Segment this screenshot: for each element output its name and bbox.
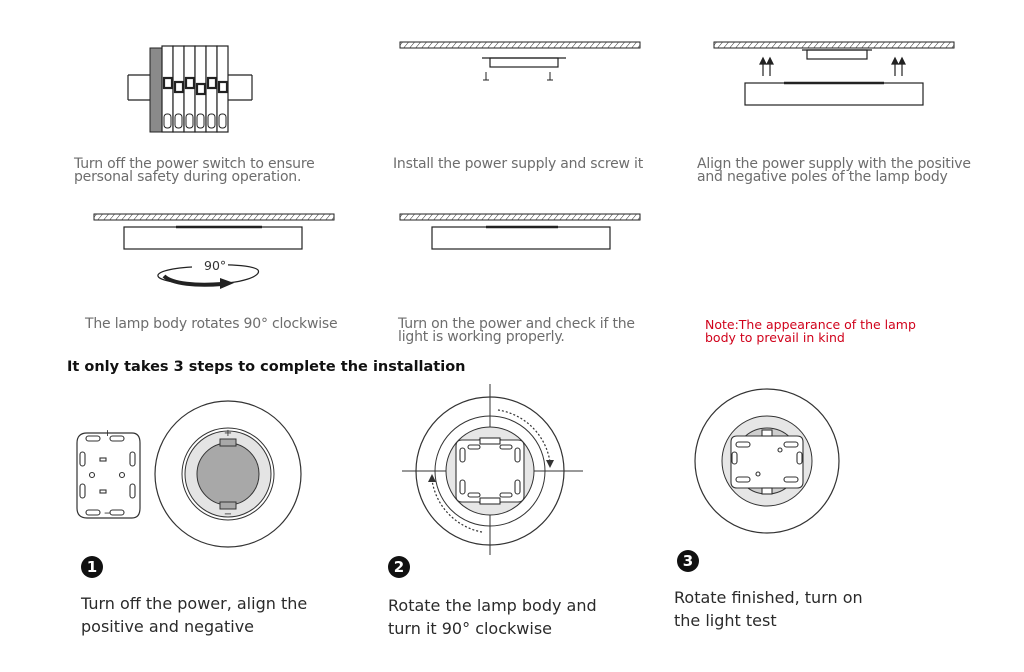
- power-on-illustration: [399, 213, 641, 250]
- lamp-top-view-step1: + −: [154, 400, 302, 548]
- step-3-text: Rotate finished, turn on the light test: [674, 588, 863, 630]
- caption-power-on: Turn on the power and check if the light…: [398, 316, 635, 345]
- angle-label: 90°: [202, 258, 229, 273]
- circuit-breaker-illustration: [127, 45, 253, 133]
- step-2-text: Rotate the lamp body and turn it 90° clo…: [388, 596, 597, 638]
- lamp-finished-view-step3: [694, 388, 840, 534]
- step-badge-2: 2: [388, 556, 410, 578]
- step-badge-1: 1: [81, 556, 103, 578]
- step-badge-3: 3: [677, 550, 699, 572]
- align-lamp-body-illustration: [713, 41, 955, 106]
- caption-install-supply: Install the power supply and screw it: [393, 156, 644, 172]
- minus-label: −: [104, 506, 112, 520]
- rotate-lamp-illustration: [93, 213, 335, 289]
- caption-rotate: The lamp body rotates 90° clockwise: [85, 316, 338, 332]
- plus-label: +: [104, 426, 112, 440]
- step-1-text: Turn off the power, align the positive a…: [81, 594, 308, 636]
- svg-text:+: +: [224, 428, 232, 439]
- svg-text:−: −: [224, 509, 232, 520]
- section-heading: It only takes 3 steps to complete the in…: [67, 359, 466, 375]
- note-appearance: Note:The appearance of the lamp body to …: [705, 317, 916, 345]
- lamp-rotation-view-step2: [402, 384, 583, 555]
- mounting-plate-illustration: [76, 432, 141, 519]
- caption-power-off: Turn off the power switch to ensure pers…: [74, 156, 315, 185]
- power-supply-install-illustration: [399, 41, 641, 81]
- caption-align-poles: Align the power supply with the positive…: [697, 156, 971, 185]
